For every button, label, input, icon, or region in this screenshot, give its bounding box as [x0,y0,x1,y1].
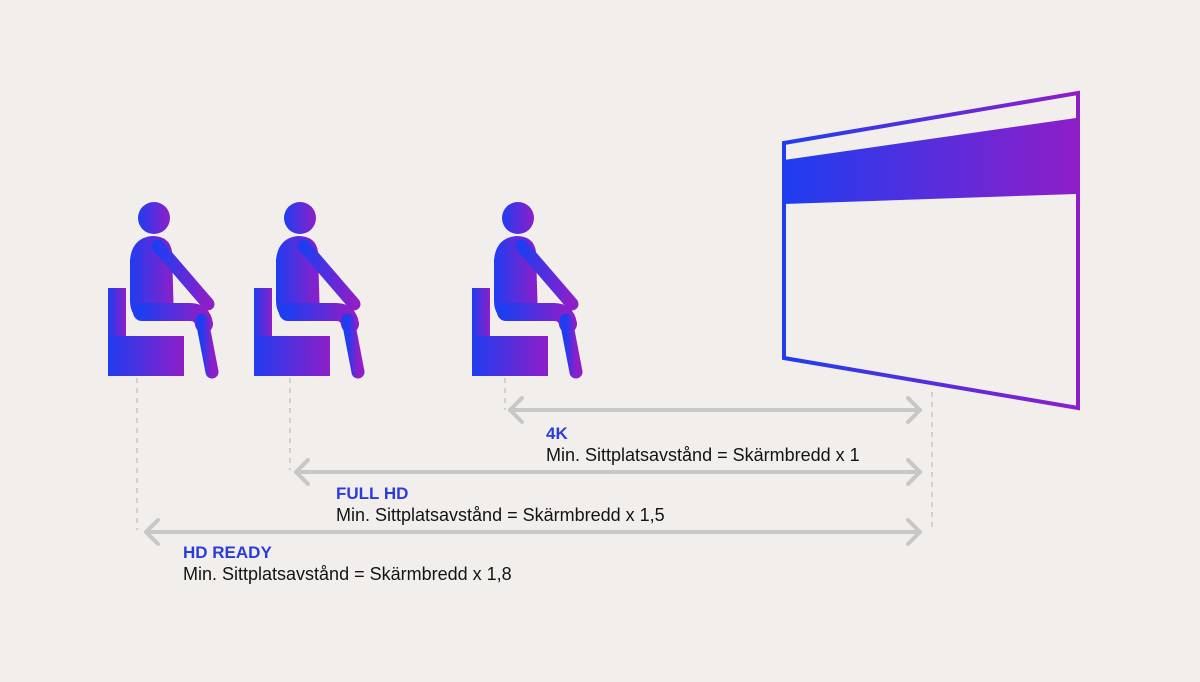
seated-person-icon [472,202,576,376]
fullhd-title: FULL HD [336,484,409,503]
hdready-formula: Min. Sittplatsavstånd = Skärmbredd x 1,8 [183,564,512,585]
fullhd-distance-arrow [294,458,922,486]
k4-label: 4K Min. Sittplatsavstånd = Skärmbredd x … [546,423,860,467]
k4-distance-arrow [508,396,922,424]
hdready-distance-arrow [144,518,922,546]
fullhd-formula: Min. Sittplatsavstånd = Skärmbredd x 1,5 [336,505,665,526]
screen-icon [782,90,1080,411]
hdready-label: HD READY Min. Sittplatsavstånd = Skärmbr… [183,542,512,586]
seated-person-icon [254,202,358,376]
k4-title: 4K [546,424,568,443]
hdready-title: HD READY [183,543,272,562]
k4-formula: Min. Sittplatsavstånd = Skärmbredd x 1 [546,445,860,466]
seated-person-icon [108,202,212,376]
fullhd-label: FULL HD Min. Sittplatsavstånd = Skärmbre… [336,483,665,527]
